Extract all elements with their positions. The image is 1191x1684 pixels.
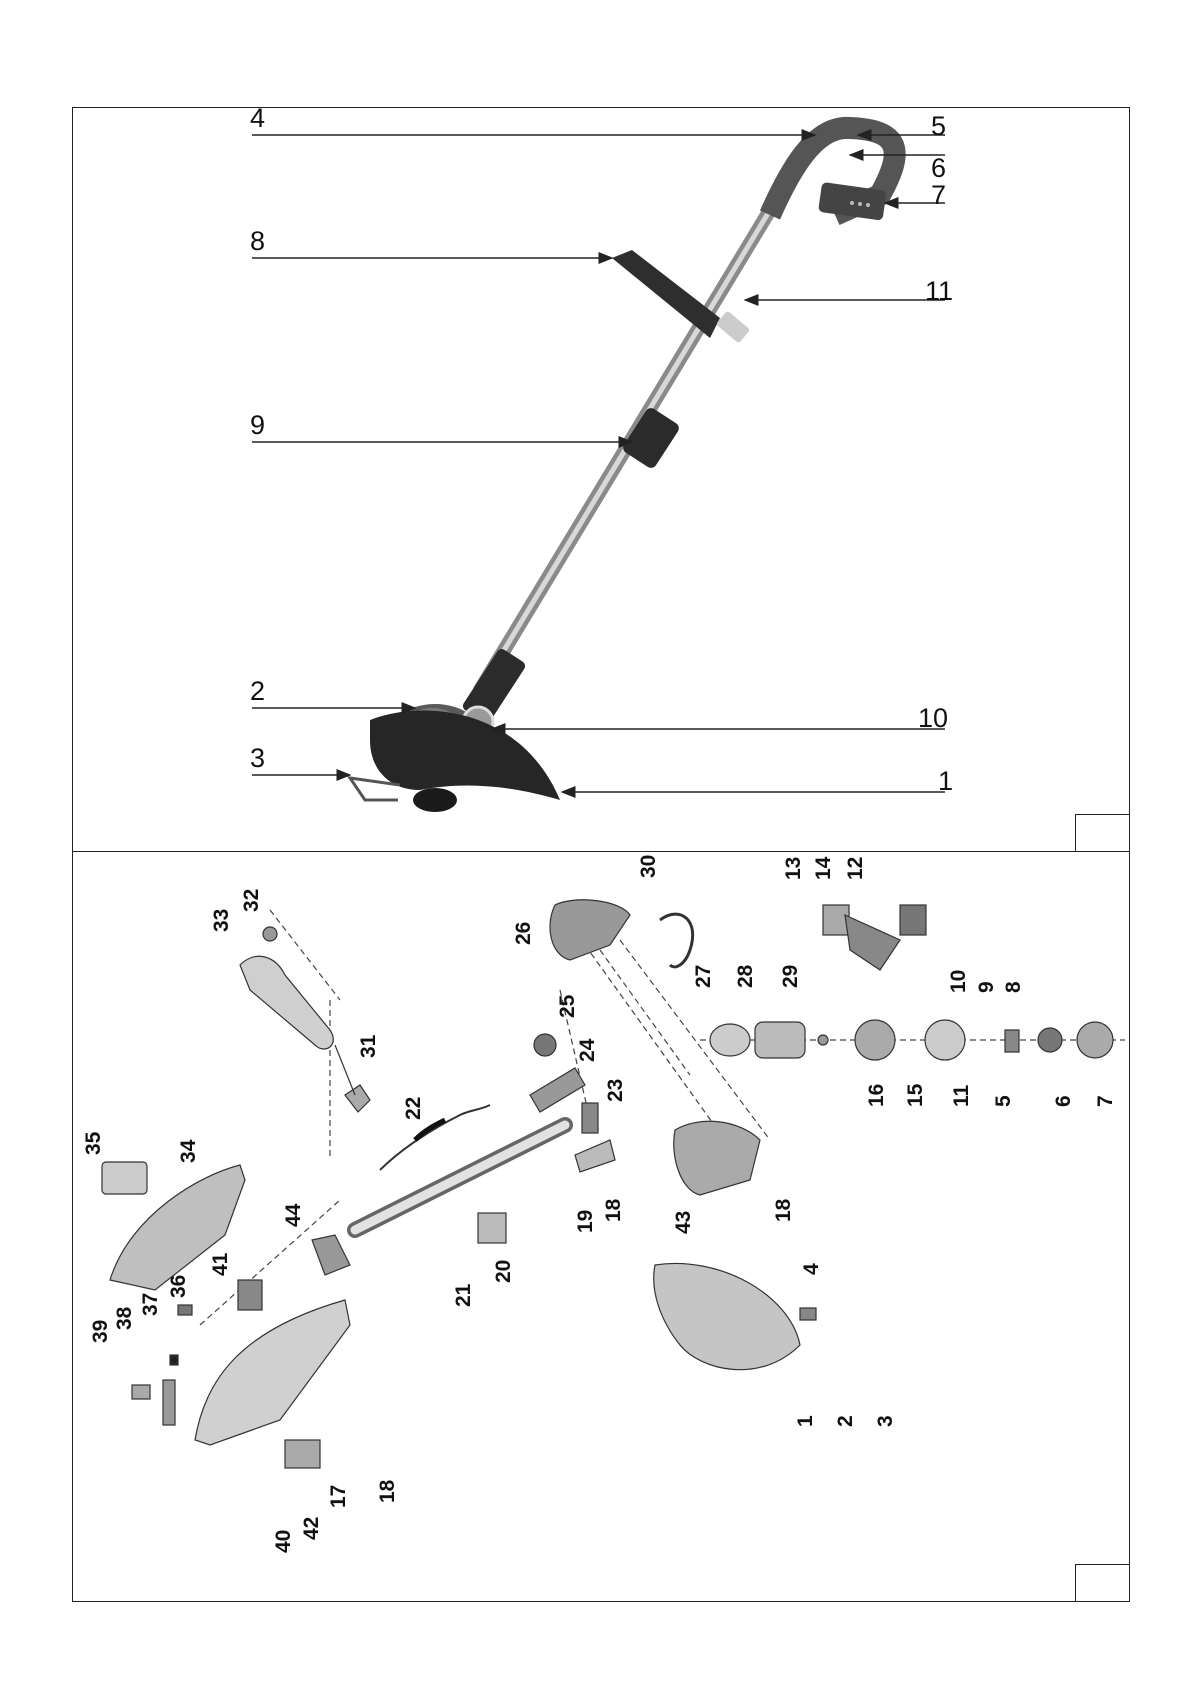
label-1: 1 [938, 766, 953, 796]
part-label-18-b: 18 [772, 1198, 795, 1222]
label-4: 4 [250, 103, 265, 133]
part-label-43: 43 [672, 1211, 695, 1234]
part-label-41: 41 [209, 1252, 232, 1276]
part-label-22: 22 [402, 1097, 425, 1120]
part-label-36: 36 [167, 1275, 190, 1298]
part-label-23: 23 [604, 1079, 627, 1102]
part-label-38: 38 [113, 1306, 136, 1330]
label-3: 3 [250, 743, 265, 773]
part-label-11: 11 [950, 1084, 973, 1107]
label-5: 5 [931, 111, 946, 141]
part-label-17: 17 [327, 1485, 350, 1508]
part-label-20: 20 [492, 1260, 515, 1283]
label-10: 10 [918, 703, 948, 733]
part-label-10: 10 [947, 970, 970, 993]
part-label-35: 35 [82, 1131, 105, 1155]
part-label-32: 32 [240, 889, 263, 912]
part-label-24: 24 [576, 1038, 599, 1062]
part-label-16: 16 [865, 1084, 888, 1107]
part-label-18-c: 18 [376, 1479, 399, 1503]
part-label-6: 6 [1052, 1095, 1075, 1107]
part-label-1: 1 [794, 1415, 817, 1427]
part-label-15: 15 [904, 1083, 927, 1107]
part-label-19: 19 [574, 1210, 597, 1233]
part-label-34: 34 [177, 1139, 200, 1163]
part-label-3: 3 [874, 1415, 897, 1427]
part-label-7: 7 [1094, 1095, 1117, 1107]
part-label-26: 26 [512, 922, 535, 945]
part-label-13: 13 [782, 857, 805, 880]
label-8: 8 [250, 226, 265, 256]
label-6: 6 [931, 153, 946, 183]
part-label-42: 42 [300, 1517, 323, 1540]
overview-leader-lines [252, 135, 945, 792]
label-7: 7 [931, 180, 946, 210]
label-11: 11 [925, 276, 953, 306]
part-label-2: 2 [834, 1415, 857, 1427]
part-label-30: 30 [637, 855, 660, 878]
label-9: 9 [250, 410, 265, 440]
part-label-31: 31 [357, 1034, 380, 1058]
part-label-9: 9 [975, 981, 998, 993]
trimmer-illustration [350, 128, 895, 812]
part-label-12: 12 [844, 857, 867, 880]
part-label-5: 5 [992, 1095, 1015, 1107]
part-label-40: 40 [272, 1530, 295, 1553]
part-label-33: 33 [210, 909, 233, 932]
part-label-14: 14 [812, 856, 835, 880]
part-label-44: 44 [282, 1203, 305, 1227]
part-label-25: 25 [556, 994, 579, 1018]
label-2: 2 [250, 676, 265, 706]
exploded-part-labels: 1 2 3 4 5 6 7 8 9 10 11 12 13 14 15 16 1… [82, 855, 1117, 1553]
part-label-29: 29 [779, 965, 802, 988]
part-label-8: 8 [1002, 981, 1025, 993]
part-label-37: 37 [139, 1293, 162, 1316]
exploded-parts [102, 900, 1125, 1468]
part-label-4: 4 [800, 1263, 823, 1275]
part-label-28: 28 [734, 964, 757, 988]
part-label-39: 39 [89, 1320, 112, 1343]
part-label-27: 27 [692, 965, 715, 988]
part-label-21: 21 [452, 1283, 475, 1307]
part-label-18-a: 18 [602, 1198, 625, 1222]
